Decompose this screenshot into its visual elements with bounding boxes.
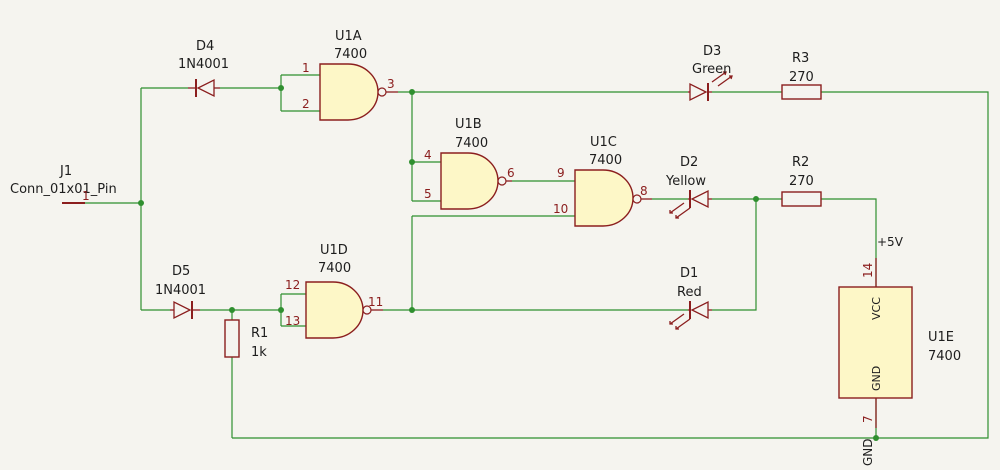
u1a-pin-out: 3 [387, 77, 395, 91]
j1-value: Conn_01x01_Pin [10, 182, 117, 197]
u1e-value: 7400 [928, 349, 961, 364]
d4-ref: D4 [196, 39, 214, 54]
d2-triangle [690, 189, 709, 209]
r3-body [781, 84, 822, 100]
u1c-pin-in9: 9 [557, 166, 565, 180]
nand-gate-u1d[interactable]: U1D 7400 12 13 11 [285, 243, 383, 339]
u1d-ref: U1D [320, 243, 348, 258]
nand-gate-u1b[interactable]: U1B 7400 4 5 6 [424, 117, 515, 210]
junction-u1d-in [278, 307, 284, 313]
u1c-value: 7400 [589, 153, 622, 168]
d5-ref: D5 [172, 264, 190, 279]
connector-j1[interactable]: J1 Conn_01x01_Pin 1 [10, 164, 117, 204]
u1a-output-bubble [377, 87, 387, 97]
u1b-output-bubble [497, 176, 507, 186]
u1e-ref: U1E [928, 330, 954, 345]
resistor-r1[interactable]: R1 1k [224, 319, 268, 360]
d2-ref: D2 [680, 155, 698, 170]
r2-ref: R2 [792, 155, 809, 170]
d4-triangle [196, 78, 215, 98]
diode-d4[interactable]: D4 1N4001 [178, 39, 229, 98]
wire-r3-loop [232, 91, 989, 439]
u1d-value: 7400 [318, 261, 351, 276]
d2-value: Yellow [665, 174, 706, 189]
d3-emission-arrows [711, 71, 733, 87]
junction-gnd [873, 435, 879, 441]
r1-body [224, 319, 240, 358]
u1b-body [440, 152, 499, 210]
u1c-body [574, 169, 634, 227]
r3-value: 270 [789, 70, 814, 85]
wire-u1a-to-u1b [411, 92, 441, 202]
u1b-ref: U1B [455, 117, 482, 132]
junction-u1a-in [278, 85, 284, 91]
junctions [138, 85, 879, 441]
d4-value: 1N4001 [178, 57, 229, 72]
u1a-pin-in2: 2 [302, 97, 310, 111]
d3-triangle [689, 82, 708, 102]
u1a-ref: U1A [335, 29, 362, 44]
junction-d5-r1 [229, 307, 235, 313]
d5-value: 1N4001 [155, 283, 206, 298]
wires [85, 74, 989, 439]
j1-ref: J1 [59, 164, 72, 179]
r1-ref: R1 [251, 326, 268, 341]
junction-u1a-out [409, 89, 415, 95]
u1e-pin-vcc-number: 14 [861, 263, 875, 278]
r2-value: 270 [789, 174, 814, 189]
u1e-pin-gnd-number: 7 [861, 415, 875, 423]
u1e-vcc-label: VCC [870, 297, 883, 320]
d5-triangle [173, 300, 192, 320]
net-label-vcc: +5V [877, 235, 904, 249]
wire-u1a-inputs [280, 74, 320, 112]
r3-ref: R3 [792, 51, 809, 66]
u1e-gnd-label: GND [870, 366, 883, 391]
u1c-pin-out8: 8 [640, 184, 648, 198]
d2-emission-arrows [669, 202, 691, 219]
u1a-value: 7400 [334, 47, 367, 62]
d1-triangle [690, 300, 709, 320]
junction-u1d-out [409, 307, 415, 313]
led-d1[interactable]: D1 Red [669, 266, 712, 330]
u1d-pin-out11: 11 [368, 295, 383, 309]
power-unit-u1e[interactable]: 14 7 VCC GND U1E 7400 [838, 258, 961, 428]
d3-ref: D3 [703, 44, 721, 59]
d1-ref: D1 [680, 266, 698, 281]
junction-input-top [138, 200, 144, 206]
u1d-pin-in13: 13 [285, 314, 300, 328]
wire-r2-vcc [821, 198, 877, 287]
u1c-ref: U1C [590, 135, 617, 150]
resistor-r2[interactable]: R2 270 [781, 155, 822, 207]
led-d2[interactable]: D2 Yellow [665, 155, 712, 219]
net-label-gnd: GND [861, 438, 875, 466]
u1b-pin-in4: 4 [424, 148, 432, 162]
junction-u1b-in [409, 159, 415, 165]
u1b-pin-in5: 5 [424, 187, 432, 201]
u1a-body [319, 63, 379, 121]
led-d3[interactable]: D3 Green [688, 44, 733, 102]
d1-value: Red [677, 285, 702, 300]
u1d-body [305, 281, 364, 339]
j1-pin-number: 1 [82, 189, 90, 203]
u1a-pin-in1: 1 [302, 61, 310, 75]
junction-d2-r2 [753, 196, 759, 202]
u1b-pin-out6: 6 [507, 166, 515, 180]
d3-value: Green [692, 62, 731, 77]
diode-d5[interactable]: D5 1N4001 [155, 264, 206, 320]
wire-d2-d1-link [712, 199, 757, 311]
u1b-value: 7400 [455, 136, 488, 151]
u1e-body [838, 286, 913, 399]
u1d-pin-in12: 12 [285, 278, 300, 292]
r2-body [781, 191, 822, 207]
resistor-r3[interactable]: R3 270 [781, 51, 822, 100]
nand-gate-u1a[interactable]: U1A 7400 1 2 3 [302, 29, 398, 121]
r1-value: 1k [251, 345, 267, 360]
nand-gate-u1c[interactable]: U1C 7400 9 10 8 [553, 135, 652, 227]
u1c-pin-in10: 10 [553, 202, 568, 216]
d1-emission-arrows [669, 313, 691, 330]
